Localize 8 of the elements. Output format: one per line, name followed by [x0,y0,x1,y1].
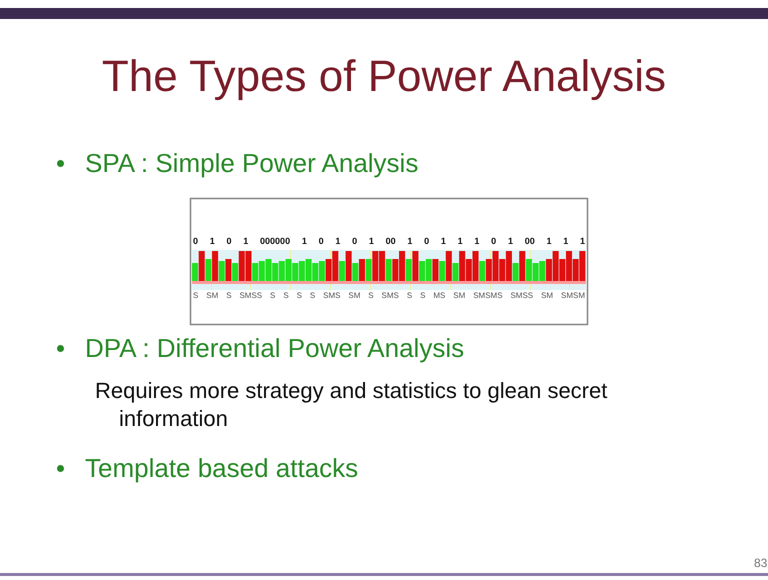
sub-bullet-text: Requires more strategy and statistics to glean secret information [95,377,608,432]
bullet-text: DPA : Differential Power Analysis [85,333,464,364]
slide-title: The Types of Power Analysis [100,52,668,102]
operation-labels: S SM S SMSS S S S S SMS SM S SMS S S MS SM SMSMS SMSS SM SMSM [193,291,585,300]
bullet-text: SPA : Simple Power Analysis [85,148,418,179]
bit-values: 0 1 0 1 000000 1 0 1 0 1 00 1 0 1 1 1 0 1 00 1 1 1 [193,236,585,246]
page-number: 83 [754,556,768,570]
bullet-text: Template based attacks [85,453,358,484]
